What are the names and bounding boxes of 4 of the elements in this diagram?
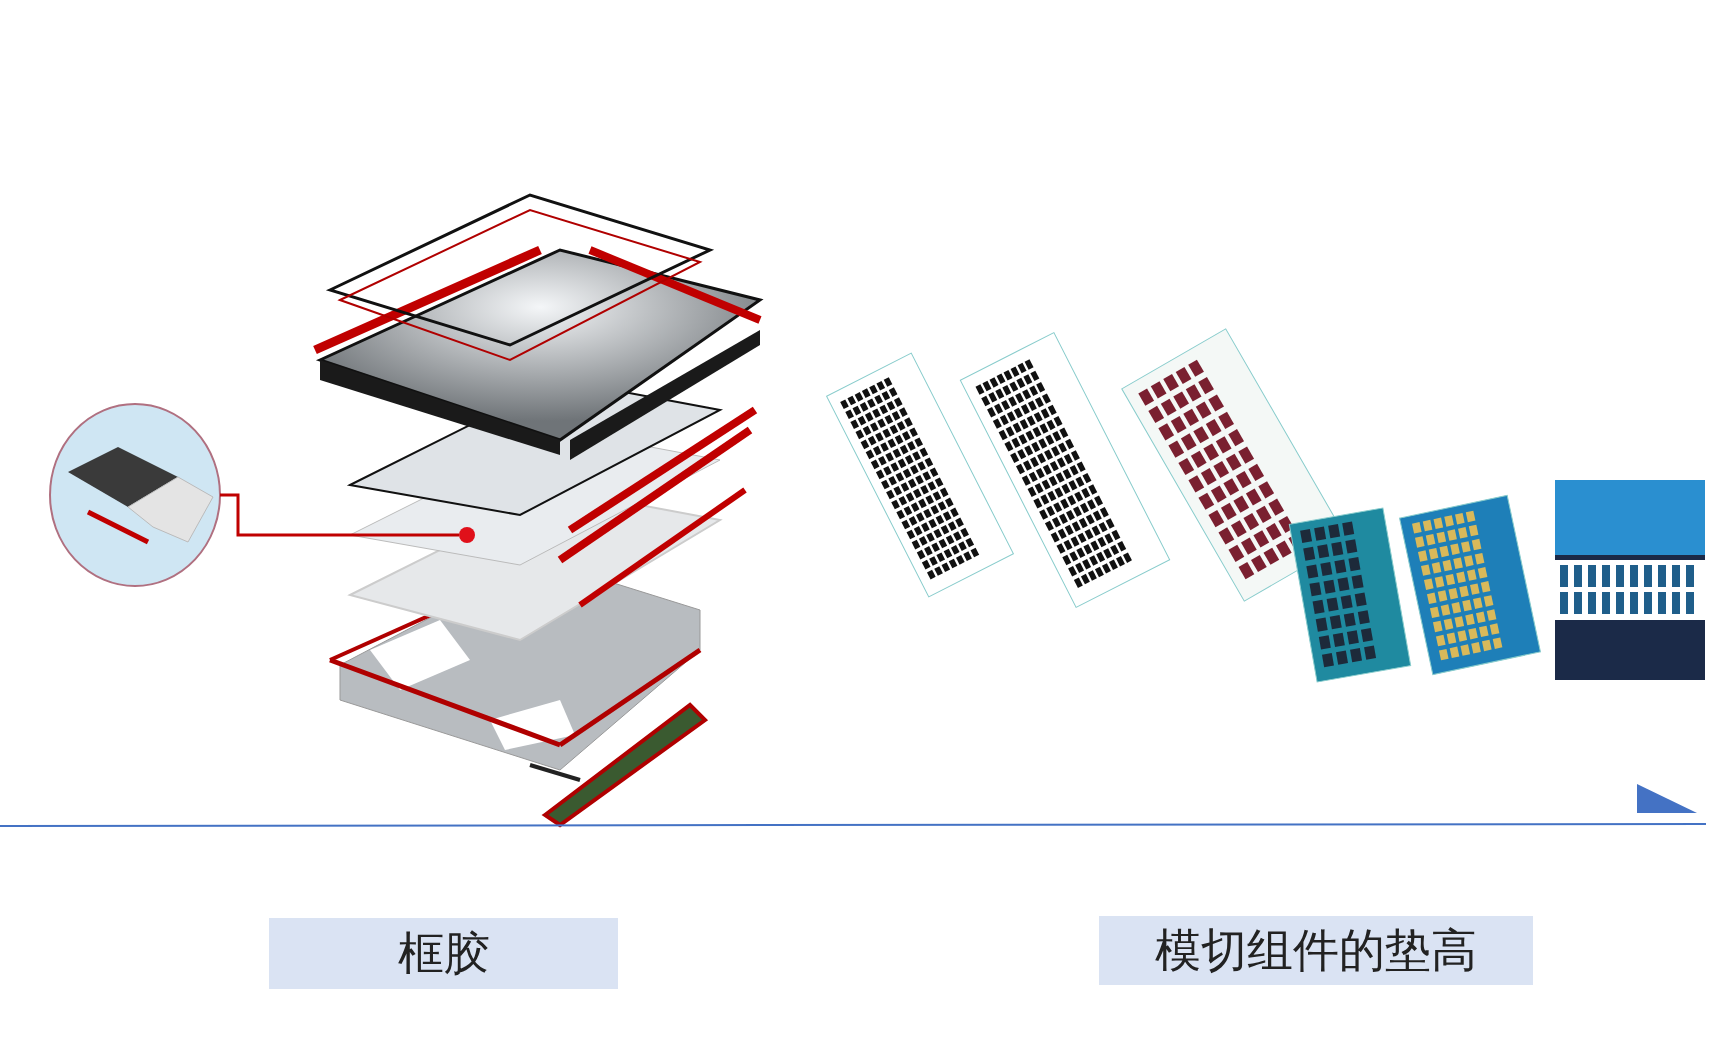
magnified-photo <box>48 402 222 588</box>
label-box: 框胶 <box>269 918 618 989</box>
label-box: 模切组件的垫高 <box>1099 916 1533 985</box>
leader-line <box>220 493 459 537</box>
